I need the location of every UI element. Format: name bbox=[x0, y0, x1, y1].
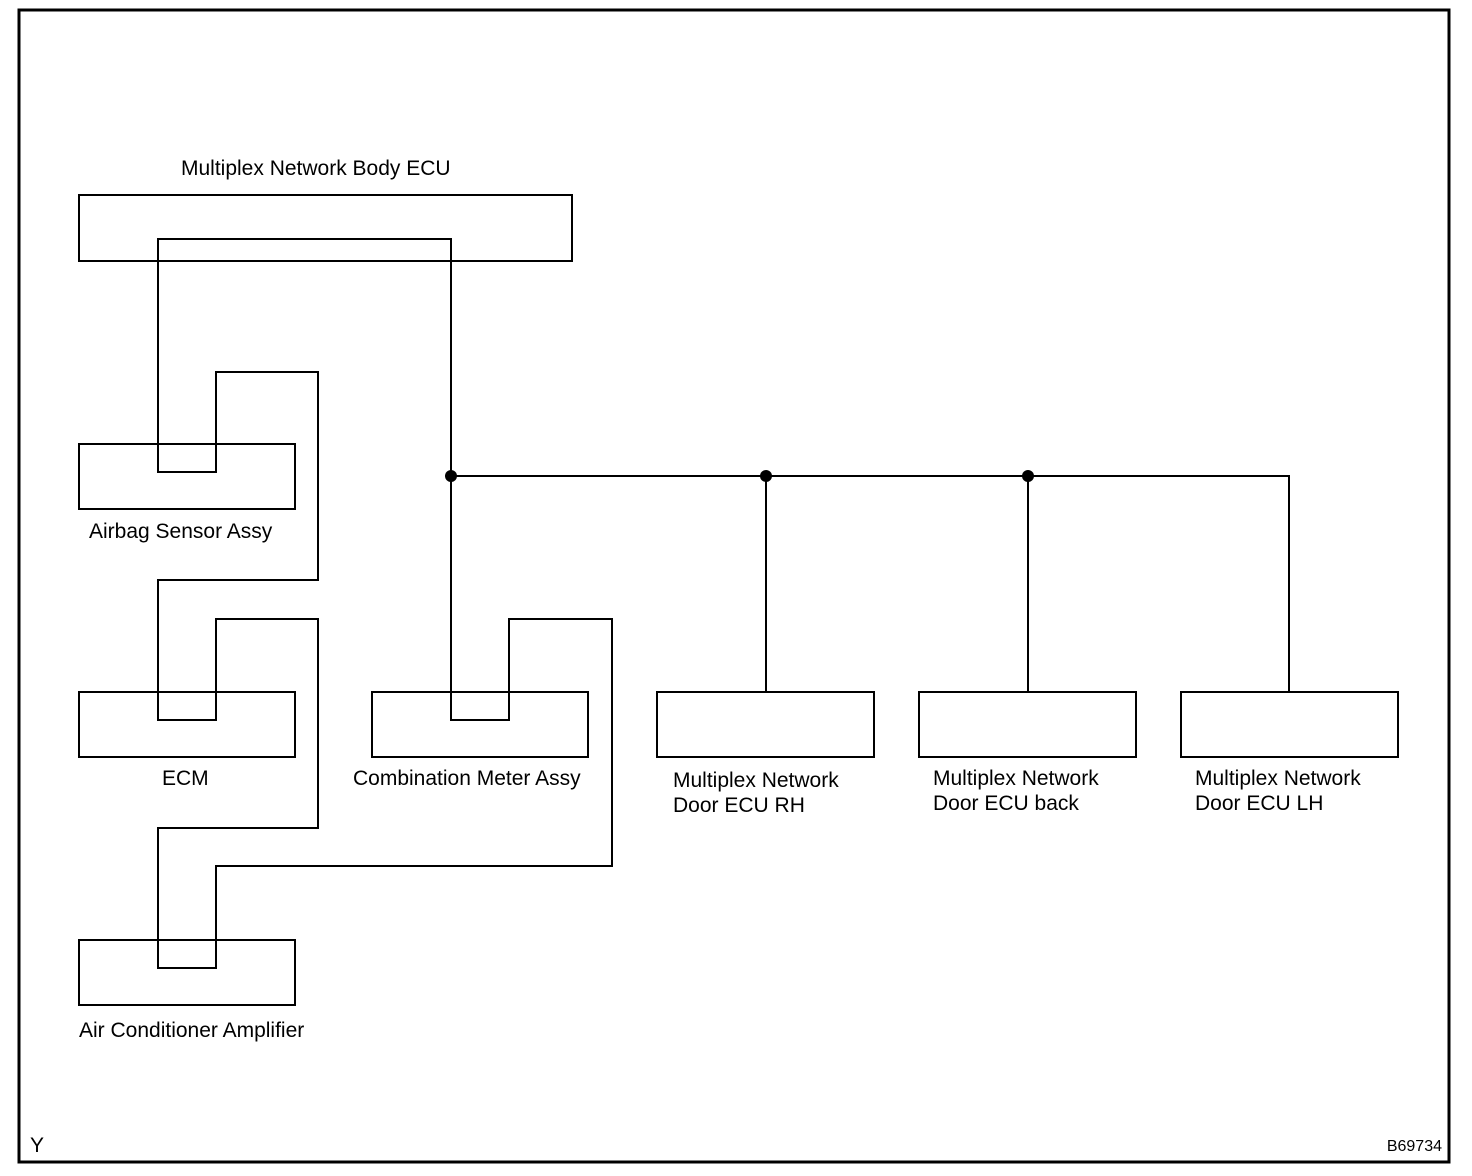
label-door-ecu-back-line1: Multiplex Network bbox=[933, 767, 1099, 790]
ac-amplifier-box bbox=[78, 939, 296, 1006]
door-ecu-rh-box bbox=[656, 691, 875, 758]
label-ecm: ECM bbox=[162, 767, 209, 790]
combination-meter-box bbox=[371, 691, 589, 758]
figure-id: B69734 bbox=[1387, 1138, 1442, 1155]
label-door-ecu-rh-line1: Multiplex Network bbox=[673, 769, 839, 792]
ecm-box bbox=[78, 691, 296, 758]
door-ecu-back-box bbox=[918, 691, 1137, 758]
airbag-sensor-box bbox=[78, 443, 296, 510]
label-door-ecu-rh-line2: Door ECU RH bbox=[673, 794, 805, 817]
label-door-ecu-lh-line2: Door ECU LH bbox=[1195, 792, 1323, 815]
body-ecu-box bbox=[78, 194, 573, 262]
junction-node bbox=[1022, 470, 1034, 482]
label-ac-amplifier: Air Conditioner Amplifier bbox=[79, 1019, 304, 1042]
door-ecu-lh-box bbox=[1180, 691, 1399, 758]
wire-door-bus bbox=[451, 475, 1290, 692]
junction-node bbox=[760, 470, 772, 482]
label-door-ecu-back-line2: Door ECU back bbox=[933, 792, 1079, 815]
label-combination-meter: Combination Meter Assy bbox=[353, 767, 581, 790]
diagram-frame bbox=[17, 8, 1451, 1164]
corner-letter: Y bbox=[30, 1134, 44, 1157]
wire-body-ecu-loop bbox=[157, 238, 613, 969]
junction-node bbox=[445, 470, 457, 482]
label-airbag-sensor: Airbag Sensor Assy bbox=[89, 520, 273, 543]
label-body-ecu: Multiplex Network Body ECU bbox=[181, 157, 451, 180]
label-door-ecu-lh-line1: Multiplex Network bbox=[1195, 767, 1361, 790]
